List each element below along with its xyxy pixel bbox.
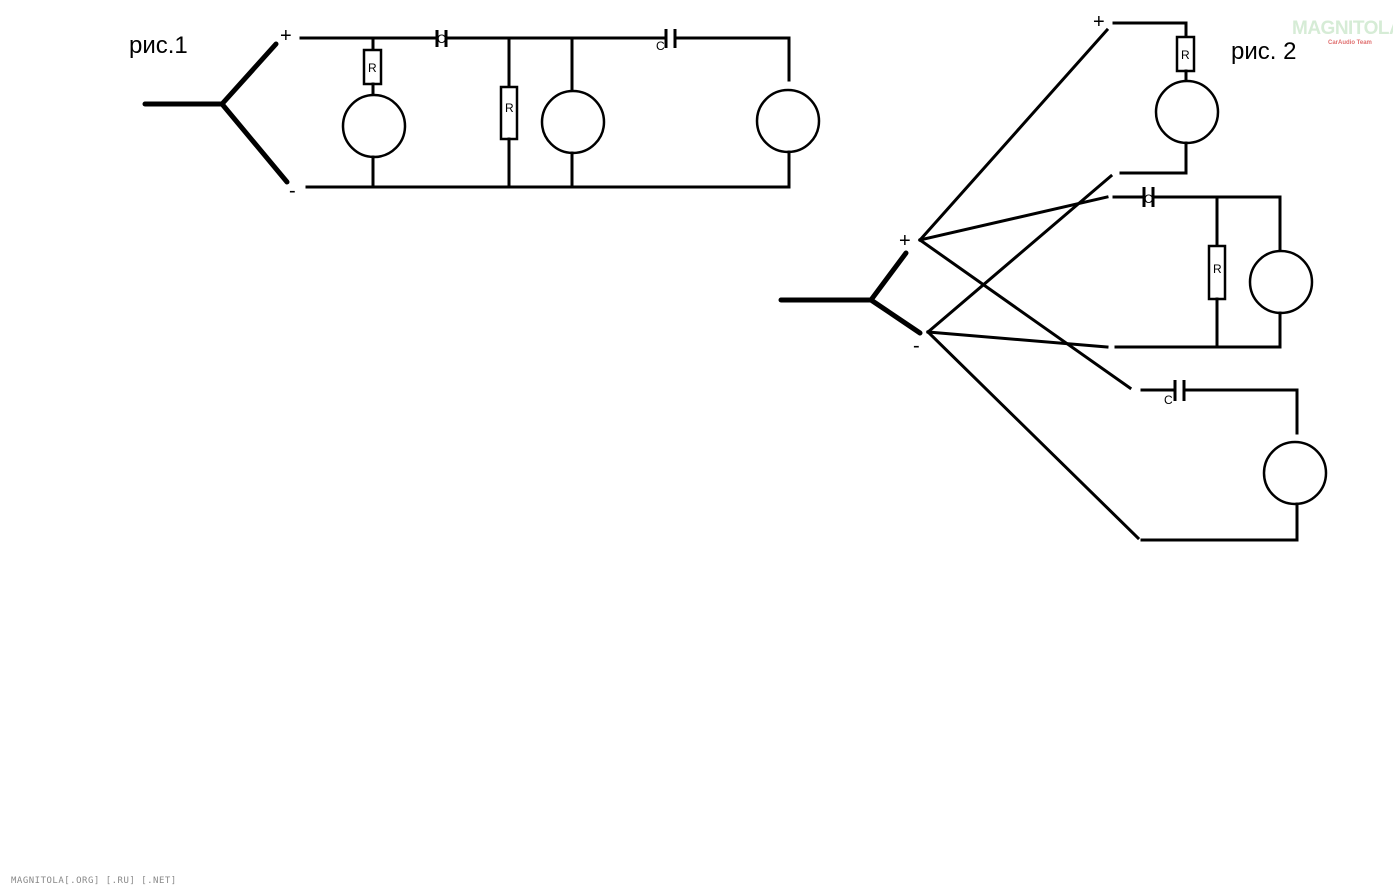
fig2-resistor-2-label: R [1213, 262, 1222, 276]
fig2-branch-b: C R [1112, 187, 1314, 349]
figure-2-label: рис. 2 [1231, 38, 1296, 65]
fig1-speaker-3 [755, 88, 821, 154]
figure-2: рис. 2 + - + R [778, 11, 1328, 542]
fig1-resistor-1-label: R [368, 61, 377, 75]
fig2-capacitor-1-label: C [1144, 192, 1153, 206]
fig2-branch-a-plus: + [1093, 11, 1105, 33]
fig1-branch-1: R [341, 36, 407, 189]
fig1-capacitor-2: C [656, 29, 677, 53]
fig1-minus-terminal: - [289, 180, 296, 202]
fig1-branch-4 [755, 36, 821, 189]
fig2-speaker-3 [1262, 440, 1328, 506]
fig2-plus-terminal: + [899, 230, 911, 252]
fig2-minus-fanout [925, 173, 1141, 541]
fig2-branch-a: + R [1093, 11, 1220, 175]
fig1-speaker-2 [540, 89, 606, 155]
figure-1-label: рис.1 [129, 32, 188, 59]
fig2-capacitor-2-label: C [1164, 393, 1173, 407]
figure-1: рис.1 + - R C [129, 25, 821, 202]
fig2-speaker-1 [1154, 79, 1220, 145]
fig2-speaker-2 [1248, 249, 1314, 315]
fig1-speaker-1 [341, 93, 407, 159]
fig1-cable-fork [142, 41, 290, 185]
magnitola-logo: MAGNITOLA CarAudio Team [1292, 18, 1393, 50]
fig1-plus-terminal: + [280, 25, 292, 47]
fig1-branch-3 [540, 36, 606, 189]
logo-subtext: CarAudio Team [1328, 40, 1372, 46]
footer-watermark: MAGNITOLA[.ORG] [.RU] [.NET] [11, 876, 177, 886]
logo-text: MAGNITOLA [1292, 18, 1393, 39]
fig2-minus-terminal: - [913, 335, 920, 357]
fig1-capacitor-2-label: C [656, 39, 665, 53]
fig2-cable-fork [778, 250, 923, 336]
fig1-capacitor-1-label: C [437, 32, 446, 46]
fig2-branch-c: C [1140, 380, 1328, 542]
fig1-resistor-2-label: R [505, 101, 514, 115]
fig2-resistor-1-label: R [1181, 48, 1190, 62]
fig1-branch-2: R [499, 36, 519, 189]
fig1-capacitor-1: C [435, 30, 448, 47]
